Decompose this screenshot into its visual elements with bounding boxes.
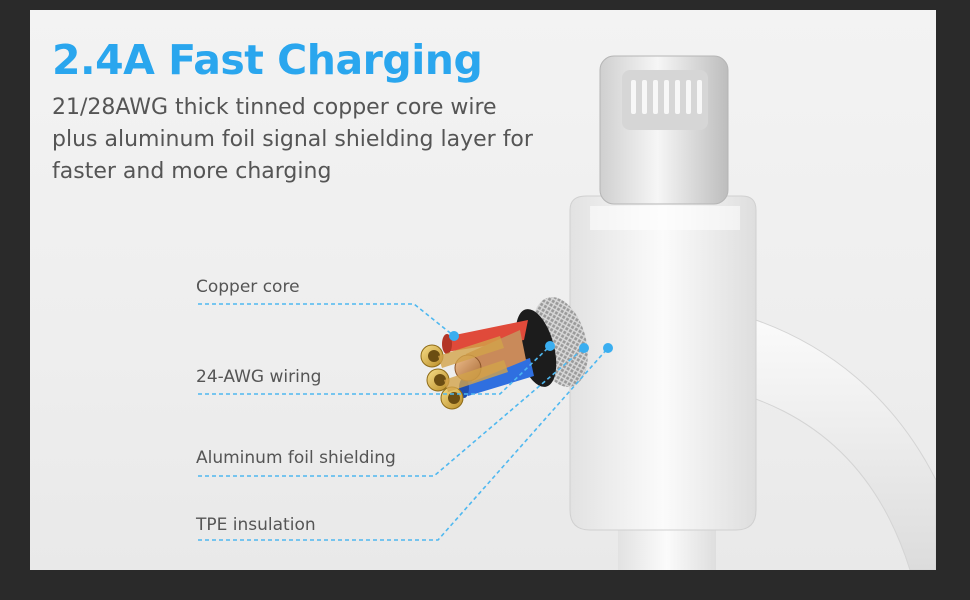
inner-wires bbox=[420, 320, 534, 410]
lightning-plug bbox=[599, 55, 729, 205]
callout-label-copper-core: Copper core bbox=[196, 277, 300, 297]
callout-dots bbox=[449, 331, 613, 353]
callout-dot-tpe bbox=[603, 343, 613, 353]
product-feature-panel: 2.4A Fast Charging 21/28AWG thick tinned… bbox=[30, 10, 936, 570]
description: 21/28AWG thick tinned copper core wire p… bbox=[52, 92, 572, 188]
callout-label-24awg-wiring: 24-AWG wiring bbox=[196, 367, 322, 387]
description-line: plus aluminum foil signal shielding laye… bbox=[52, 127, 533, 152]
description-line: faster and more charging bbox=[52, 159, 332, 184]
headline: 2.4A Fast Charging bbox=[52, 36, 483, 84]
callout-dot-copper-core bbox=[449, 331, 459, 341]
cable-illustration bbox=[198, 55, 936, 570]
callout-dot-24awg bbox=[545, 341, 555, 351]
callout-label-tpe-insulation: TPE insulation bbox=[196, 515, 316, 535]
callout-dot-aluminum bbox=[579, 343, 589, 353]
callout-lines bbox=[198, 303, 609, 541]
connector-body bbox=[569, 195, 757, 531]
callout-label-aluminum-foil: Aluminum foil shielding bbox=[196, 448, 396, 468]
description-line: 21/28AWG thick tinned copper core wire bbox=[52, 95, 497, 120]
